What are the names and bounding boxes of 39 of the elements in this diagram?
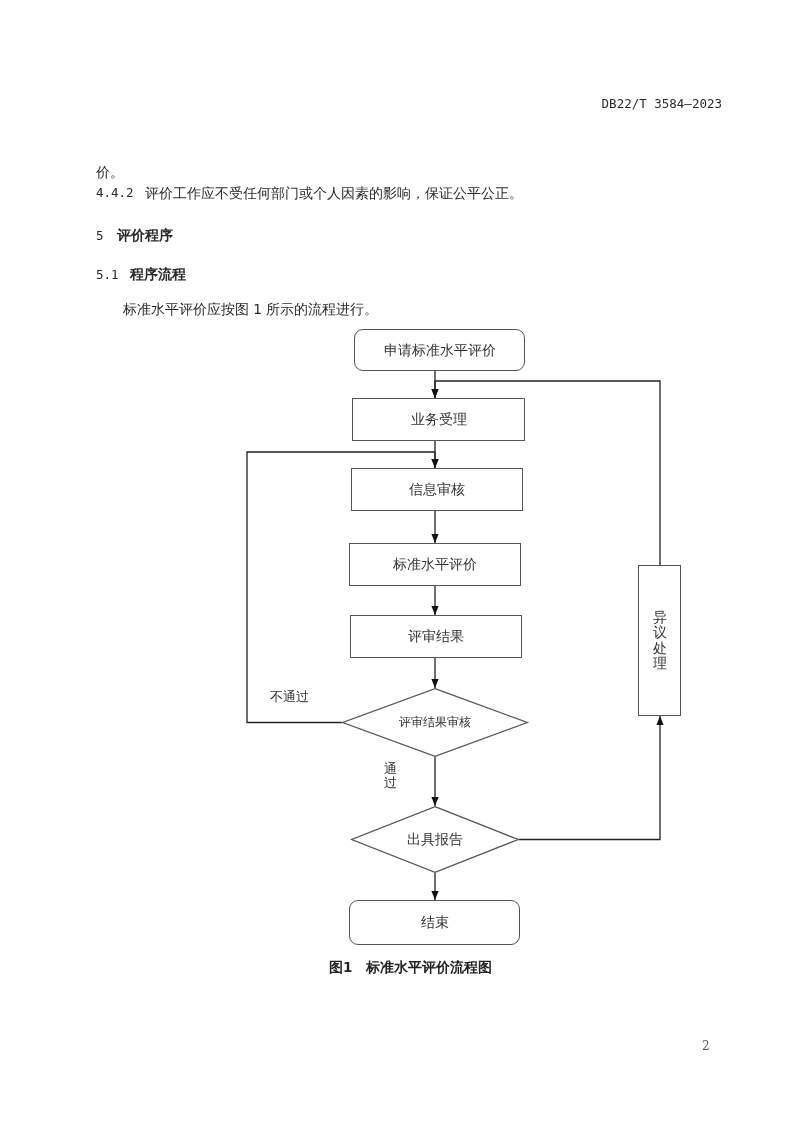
node-label: 业务受理 — [410, 411, 467, 428]
figure-caption: 图1 标准水平评价流程图 — [329, 959, 493, 976]
node-label: 信息审核 — [409, 481, 465, 498]
node-label: 结束 — [420, 914, 449, 931]
node-label: 异议处理 — [652, 609, 667, 672]
node-label: 标准水平评价 — [393, 556, 477, 573]
flow-arrow — [431, 756, 439, 807]
process-box — [638, 565, 681, 716]
flow-arrow — [431, 872, 439, 901]
process-box — [352, 398, 525, 441]
process-box — [349, 543, 521, 586]
flow-arrow — [431, 510, 439, 544]
process-box — [350, 615, 522, 658]
page-number: 2 — [702, 1039, 710, 1054]
node-label: 出具报告 — [407, 831, 463, 848]
document-code: DB22/T 3584—2023 — [601, 96, 722, 111]
decision-diamond — [342, 688, 528, 757]
flow-arrow — [431, 380, 661, 566]
terminal-box — [349, 900, 520, 945]
subsection-heading: 程序流程 — [130, 266, 186, 283]
terminal-box — [354, 329, 525, 371]
node-label: 评审结果 — [408, 628, 464, 645]
decision-diamond — [351, 806, 519, 873]
flow-arrow — [431, 585, 439, 616]
edge-label: 通过 — [384, 762, 397, 790]
paragraph-text: 标准水平评价应按图 1 所示的流程进行。 — [123, 301, 379, 318]
section-number: 5 — [96, 228, 104, 243]
node-label: 申请标准水平评价 — [383, 341, 496, 359]
clause-number: 4.4.2 — [96, 185, 134, 200]
paragraph-text: 评价工作应不受任何部门或个人因素的影响，保证公平公正。 — [145, 185, 523, 202]
clause-number: 5.1 — [96, 267, 119, 282]
process-box — [351, 468, 523, 511]
node-label: 评审结果审核 — [399, 715, 471, 730]
paragraph-text: 价。 — [96, 164, 124, 181]
flow-arrow — [518, 715, 664, 841]
section-heading: 评价程序 — [117, 227, 173, 244]
edge-label: 不通过 — [270, 689, 309, 704]
flow-arrow — [246, 451, 439, 724]
flow-arrow — [431, 657, 439, 689]
